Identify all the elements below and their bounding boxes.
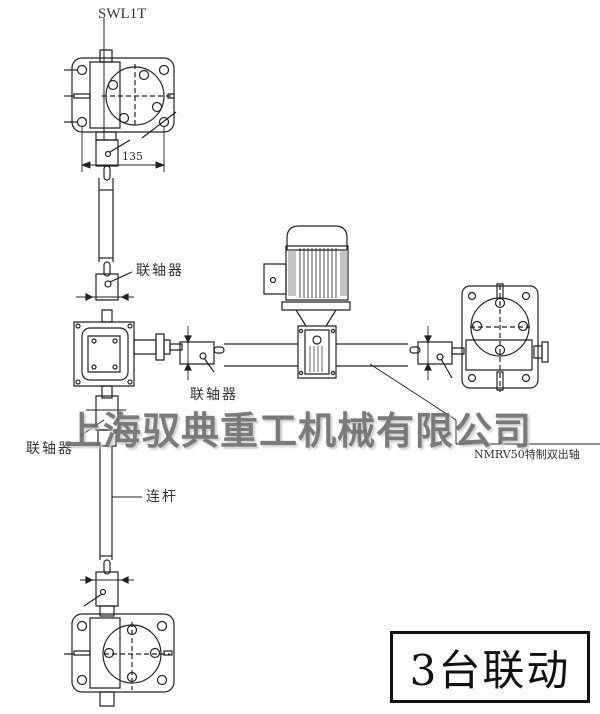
dimension-label: 135 bbox=[122, 150, 143, 163]
coupling-label-top: 联轴器 bbox=[136, 263, 184, 279]
title-text: 3台联动 bbox=[409, 645, 571, 695]
coupling-horizontal-right bbox=[410, 326, 464, 380]
connecting-rod-label: 连杆 bbox=[146, 489, 178, 505]
coupling-horizontal-left bbox=[170, 326, 224, 380]
coupling-label-left: 联轴器 bbox=[26, 441, 74, 457]
coupling-top-upper bbox=[96, 140, 130, 180]
model-label: SWL1T bbox=[98, 6, 147, 22]
motor bbox=[264, 226, 350, 326]
screw-jack-bottom bbox=[64, 614, 174, 706]
horizontal-shaft-right bbox=[336, 344, 600, 444]
connecting-rod bbox=[100, 446, 142, 560]
coupling-label-horizontal: 联轴器 bbox=[190, 387, 238, 403]
reducer-note: NMRV50特制双出轴 bbox=[474, 448, 580, 461]
steering-gearbox bbox=[74, 310, 170, 398]
coupling-top bbox=[76, 262, 134, 300]
worm-reducer bbox=[298, 326, 336, 378]
coupling-bottom bbox=[80, 560, 134, 616]
company-watermark: 上海驭典重工机械有限公司 bbox=[64, 409, 533, 453]
title-box: 3台联动 bbox=[390, 631, 590, 703]
dimension-135 bbox=[82, 126, 164, 172]
screw-jack-top bbox=[64, 18, 176, 140]
horizontal-shaft-left bbox=[224, 344, 298, 366]
coupling-mid bbox=[80, 396, 126, 446]
screw-jack-right bbox=[462, 284, 548, 392]
shaft-top bbox=[99, 178, 113, 262]
